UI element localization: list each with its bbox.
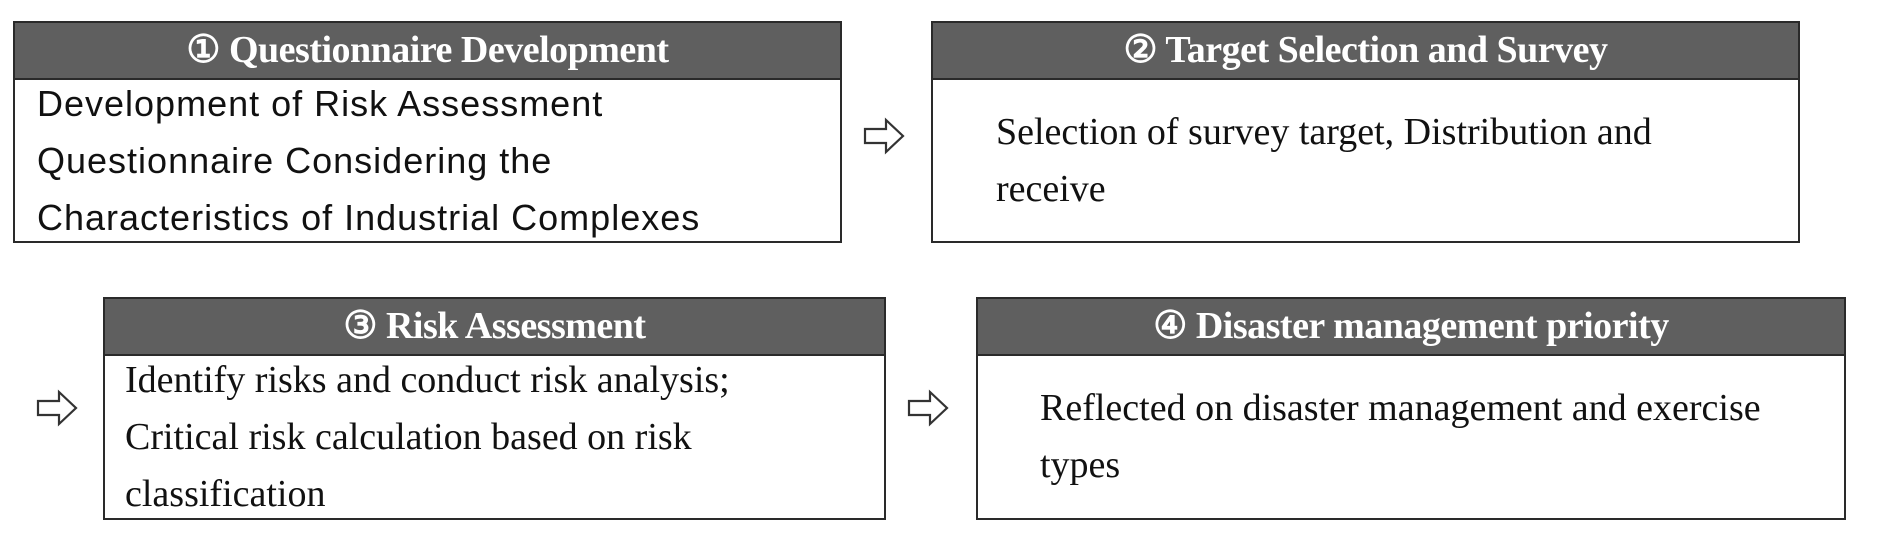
step-1-title: ① Questionnaire Development: [15, 23, 840, 80]
step-1-line: Development of Risk Assessment: [37, 83, 604, 124]
step-4-box: ④ Disaster management priority Reflected…: [976, 297, 1846, 520]
step-1-line: Characteristics of Industrial Complexes: [37, 197, 701, 238]
step-3-line: classification: [125, 472, 326, 515]
step-1-box: ① Questionnaire Development Development …: [13, 21, 842, 243]
step-4-line: types: [1040, 444, 1121, 486]
step-2-line: Selection of survey target, Distribution…: [996, 110, 1652, 153]
step-4-description: Reflected on disaster management and exe…: [978, 356, 1844, 518]
right-arrow-icon: [863, 117, 905, 155]
step-4-line: Reflected on disaster management and exe…: [1040, 387, 1761, 429]
right-arrow-icon: [907, 389, 949, 427]
step-4-title: ④ Disaster management priority: [978, 299, 1844, 356]
right-arrow-icon: [36, 389, 78, 427]
step-3-line: Critical risk calculation based on risk: [125, 415, 692, 458]
step-3-box: ③ Risk Assessment Identify risks and con…: [103, 297, 886, 520]
step-2-box: ② Target Selection and Survey Selection …: [931, 21, 1800, 243]
step-2-line: receive: [996, 167, 1106, 210]
step-3-line: Identify risks and conduct risk analysis…: [125, 358, 730, 401]
step-2-title: ② Target Selection and Survey: [933, 23, 1798, 80]
step-1-description: Development of Risk Assessment Questionn…: [15, 80, 840, 241]
step-3-description: Identify risks and conduct risk analysis…: [105, 356, 884, 518]
step-3-title: ③ Risk Assessment: [105, 299, 884, 356]
step-1-line: Questionnaire Considering the: [37, 140, 553, 181]
step-2-description: Selection of survey target, Distribution…: [933, 80, 1798, 241]
